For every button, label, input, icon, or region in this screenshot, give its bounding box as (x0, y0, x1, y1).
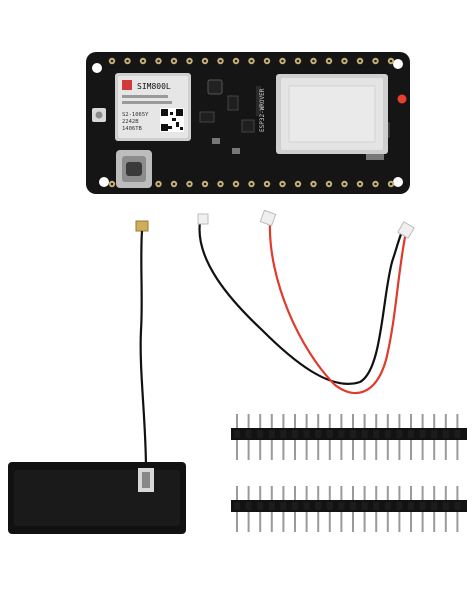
header-pin (247, 414, 250, 428)
header-pin (282, 486, 285, 500)
header-pin (294, 440, 296, 460)
header-pin (398, 512, 401, 532)
header-pin (247, 486, 250, 500)
header-pin (236, 486, 238, 500)
header-pin (410, 440, 412, 460)
header-pin (421, 440, 424, 460)
header-pin (398, 486, 401, 500)
header-pin (247, 440, 250, 460)
header-pin (352, 486, 354, 500)
header-pin (340, 486, 343, 500)
header-pin (363, 486, 366, 500)
header-pin (363, 512, 366, 532)
header-pin (328, 486, 331, 500)
header-pin (456, 414, 459, 428)
header-pin (456, 440, 459, 460)
header-pin (410, 512, 412, 532)
header-pin (444, 414, 447, 428)
sim-chip-code1: S2-1065Y (122, 112, 149, 118)
header-pin (386, 512, 389, 532)
header-pin (456, 486, 459, 500)
pin-header-top (231, 414, 467, 460)
pin-header-bottom (231, 486, 467, 532)
header-pin (398, 440, 401, 460)
header-pin (259, 440, 262, 460)
pcb-board: SIM800L S2-1065Y 2242B 1406TB (86, 52, 410, 194)
header-pin (375, 512, 378, 532)
top-pin-pads (108, 57, 395, 65)
header-pin (317, 512, 320, 532)
header-pin (352, 512, 354, 532)
header-pin (270, 486, 273, 500)
header-pin (259, 486, 262, 500)
header-pin (282, 440, 285, 460)
header-pin (317, 486, 320, 500)
header-pin (340, 414, 343, 428)
header-pin (363, 440, 366, 460)
qr-code (160, 108, 184, 132)
header-pin (410, 414, 412, 428)
header-pin (363, 414, 366, 428)
esp-module-label: ESP32-WROVER (259, 88, 266, 132)
header-pin (236, 414, 238, 428)
header-pin (270, 440, 273, 460)
usb-c-port-icon (116, 150, 152, 188)
header-pin (375, 486, 378, 500)
header-pin (386, 440, 389, 460)
header-pin (340, 440, 343, 460)
header-pin (282, 414, 285, 428)
pin-header-icon (231, 414, 467, 532)
header-pin (259, 512, 262, 532)
header-pin (386, 486, 389, 500)
sim-chip-code2: 2242B (122, 119, 139, 125)
power-led (397, 94, 407, 104)
header-pin (305, 440, 308, 460)
header-pin (328, 414, 331, 428)
header-pin (352, 440, 354, 460)
header-pin (410, 486, 412, 500)
header-pin (340, 512, 343, 532)
header-pin (386, 414, 389, 428)
header-pin (421, 486, 424, 500)
header-pin (328, 440, 331, 460)
header-pin (433, 512, 436, 532)
sim-chip-name: SIM800L (137, 82, 171, 91)
header-pin (375, 440, 378, 460)
header-pin (456, 512, 459, 532)
header-pin (433, 414, 436, 428)
header-pin (236, 512, 238, 532)
header-pin (433, 486, 436, 500)
header-pin (259, 414, 262, 428)
header-pin (421, 414, 424, 428)
header-pin (305, 486, 308, 500)
header-pin (294, 414, 296, 428)
header-pin (317, 414, 320, 428)
header-pin (444, 440, 447, 460)
header-pin (444, 512, 447, 532)
sim-chip-code3: 1406TB (122, 126, 143, 132)
sim800l-module-icon: SIM800L S2-1065Y 2242B 1406TB (115, 73, 191, 141)
header-pin (433, 440, 436, 460)
header-pin (328, 512, 331, 532)
esp32-module-icon: ESP32-WROVER (259, 74, 388, 154)
header-pin (398, 414, 401, 428)
header-pin (294, 512, 296, 532)
header-pin (270, 512, 273, 532)
header-pin (421, 512, 424, 532)
header-pin (375, 414, 378, 428)
header-pin (236, 440, 238, 460)
header-pin (305, 512, 308, 532)
header-pin (247, 512, 250, 532)
header-pin (270, 414, 273, 428)
header-pin (294, 486, 296, 500)
header-pin (282, 512, 285, 532)
header-pin (317, 440, 320, 460)
flex-antenna-icon (8, 220, 186, 534)
header-pin (444, 486, 447, 500)
header-pin (305, 414, 308, 428)
battery-cable-icon (197, 209, 415, 394)
header-pin (352, 414, 354, 428)
